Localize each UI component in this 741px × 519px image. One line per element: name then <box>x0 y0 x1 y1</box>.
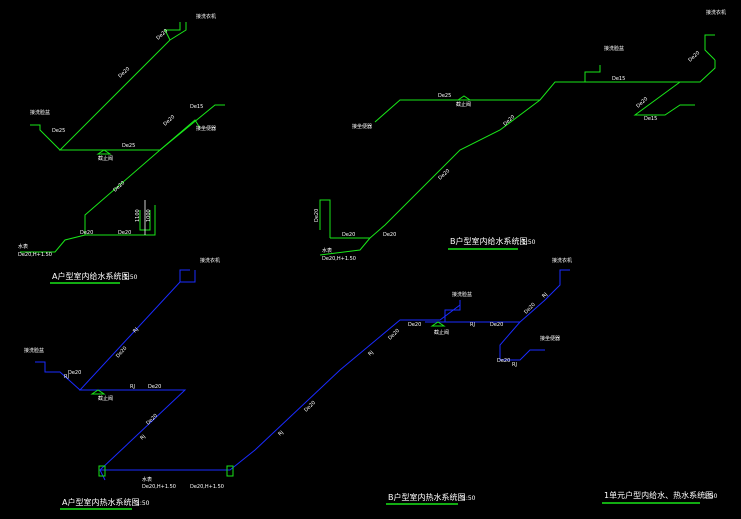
a-hot-label-de20-6: De20 <box>387 328 401 342</box>
b-cold-meter-label: 水表 <box>322 247 332 254</box>
b-cold-note-top-right: 接洗衣机 <box>706 9 726 16</box>
a-hot-pipe-right <box>100 304 461 471</box>
a-hot-label-rj-6: RJ <box>367 350 375 358</box>
a-cold-scale: 1:50 <box>124 274 138 281</box>
b-cold-label-de15-2: De15 <box>644 116 657 122</box>
unit-scale: 1:50 <box>704 493 718 500</box>
a-cold-label-de25-2: De25 <box>122 143 135 149</box>
b-hot-note-branch: 接坐便器 <box>540 335 560 342</box>
b-hot-valve <box>430 321 446 327</box>
a-cold-label-h1000: 1000 <box>146 209 152 222</box>
a-cold-valve <box>96 149 112 155</box>
a-hot-title: A户型室内热水系统图 <box>62 497 139 507</box>
b-cold-label-de20-2: De20 <box>635 96 649 109</box>
a-cold-pipe-top-fixture <box>164 22 181 41</box>
a-hot-entry-label-2: De20,H+1.50 <box>190 484 224 490</box>
a-hot-entry-label-1: De20,H+1.50 <box>142 484 176 490</box>
b-hot-label-rj-2: RJ <box>541 292 549 300</box>
a-cold-label-h100: 1100 <box>135 209 141 222</box>
a-cold-label-de20-5: De20 <box>80 230 93 236</box>
a-cold-meter-label: 水表 <box>18 243 28 250</box>
a-hot-scale: 1:50 <box>136 500 150 507</box>
a-hot-label-rj-4: RJ <box>139 434 147 442</box>
a-hot-pipe-left <box>35 361 81 391</box>
a-cold-label-de20-6: De20 <box>118 230 131 236</box>
b-hot-valve-label: 截止阀 <box>434 329 449 336</box>
b-cold-note-left: 接坐便器 <box>352 123 372 130</box>
b-cold-label-de20-6: De20 <box>342 232 355 238</box>
a-cold-pipe-right-branch <box>159 119 201 151</box>
b-hot-label-rj-1: RJ <box>470 322 475 328</box>
b-hot-water-system: De20 RJ De20 接洗脸盆 截止阀 接洗衣机 De20 RJ 接坐便器 … <box>386 257 572 505</box>
a-cold-note-left: 接洗脸盆 <box>30 109 50 116</box>
a-hot-label-de20-4: De20 <box>145 413 159 427</box>
a-hot-meter-label: 水表 <box>142 476 152 483</box>
unit-title-block: 1单元户型内给水、热水系统图 1:50 <box>602 490 718 504</box>
b-hot-label-de20-1: De20 <box>408 322 421 328</box>
b-hot-pipe-main <box>425 269 570 323</box>
b-cold-label-vert: De20 <box>314 209 320 222</box>
a-cold-label-de20-1: De20 <box>117 66 131 79</box>
a-hot-label-de20-3: De20 <box>148 384 161 390</box>
b-cold-note-top: 接洗脸盆 <box>604 45 624 52</box>
b-cold-water-system: 接洗衣机 接洗脸盆 De15 De20 De20 De15 De25 截止阀 接… <box>314 9 726 262</box>
a-hot-pipe-main <box>78 270 196 481</box>
a-hot-label-de20-1: De20 <box>115 345 128 359</box>
a-hot-label-de20-2: De20 <box>68 370 81 376</box>
a-hot-note-top: 接洗衣机 <box>200 257 220 264</box>
a-hot-label-rj-1: RJ <box>132 327 140 335</box>
b-hot-label-rj-3: RJ <box>512 362 517 368</box>
b-cold-label-de20-3: De20 <box>502 114 516 127</box>
b-cold-label-de20-1: De20 <box>687 50 701 63</box>
a-hot-label-rj-2: RJ <box>64 374 69 380</box>
b-cold-scale: 1:50 <box>522 239 536 246</box>
a-hot-fixture-left <box>98 465 106 477</box>
a-hot-valve-label: 截止阀 <box>98 395 113 402</box>
b-cold-label-de20-5: De20 <box>383 232 396 238</box>
a-cold-valve-label: 截止阀 <box>98 155 113 162</box>
b-cold-label-de25: De25 <box>438 93 451 99</box>
a-cold-note-top: 接洗衣机 <box>196 13 216 20</box>
a-cold-entry-label: De20,H+1.50 <box>18 252 52 258</box>
a-hot-fixture-right <box>226 465 234 477</box>
a-hot-pipe-top-fixture <box>179 269 190 282</box>
b-cold-pipe-left-fixture <box>319 199 331 238</box>
a-cold-pipe-entry <box>20 234 86 253</box>
b-hot-note-top: 接洗脸盆 <box>452 291 472 298</box>
b-hot-pipe-fixture <box>444 300 461 322</box>
b-cold-valve-label: 截止阀 <box>456 101 471 108</box>
b-hot-label-de20-4: De20 <box>497 358 510 364</box>
b-hot-pipe-branch <box>499 321 545 361</box>
a-cold-water-system: 接洗衣机 De20 De20 接洗脸盆 De25 De25 De15 De20 … <box>18 13 225 284</box>
b-cold-entry-label: De20,H+1.50 <box>322 256 356 262</box>
a-cold-label-de20-3: De20 <box>162 114 176 127</box>
b-hot-note-right: 接洗衣机 <box>552 257 572 264</box>
a-hot-label-rj-3: RJ <box>130 384 135 390</box>
a-cold-label-de15: De15 <box>190 104 203 110</box>
b-hot-title: B户型室内热水系统图 <box>388 492 466 502</box>
a-hot-label-de20-5: De20 <box>303 400 317 414</box>
a-hot-valve <box>90 389 106 395</box>
a-hot-water-system: 接洗衣机 De20 RJ 接洗脸盆 De20 RJ RJ De20 截止阀 De… <box>24 257 461 510</box>
a-cold-note-right: 接坐便器 <box>196 125 216 132</box>
b-cold-label-de15-1: De15 <box>612 76 625 82</box>
b-cold-pipe-main <box>330 60 716 239</box>
a-hot-label-rj-5: RJ <box>277 430 285 438</box>
b-hot-label-de20-2: De20 <box>490 322 503 328</box>
a-cold-label-de20-4: De20 <box>112 180 126 193</box>
b-hot-scale: 1:50 <box>462 495 476 502</box>
unit-title: 1单元户型内给水、热水系统图 <box>604 490 713 500</box>
b-cold-pipe-right-fixture <box>704 34 716 61</box>
b-cold-valve <box>456 95 472 101</box>
a-cold-pipe-left-fixture <box>30 124 61 151</box>
b-cold-title: B户型室内给水系统图 <box>450 236 528 246</box>
a-hot-note-left: 接洗脸盆 <box>24 347 44 354</box>
a-cold-title: A户型室内给水系统图 <box>52 271 129 281</box>
b-cold-pipe-top-fixture <box>584 65 601 82</box>
b-cold-pipe-right-branch <box>633 81 695 116</box>
a-cold-label-de25: De25 <box>52 128 65 134</box>
b-cold-pipe-entry <box>319 237 371 256</box>
